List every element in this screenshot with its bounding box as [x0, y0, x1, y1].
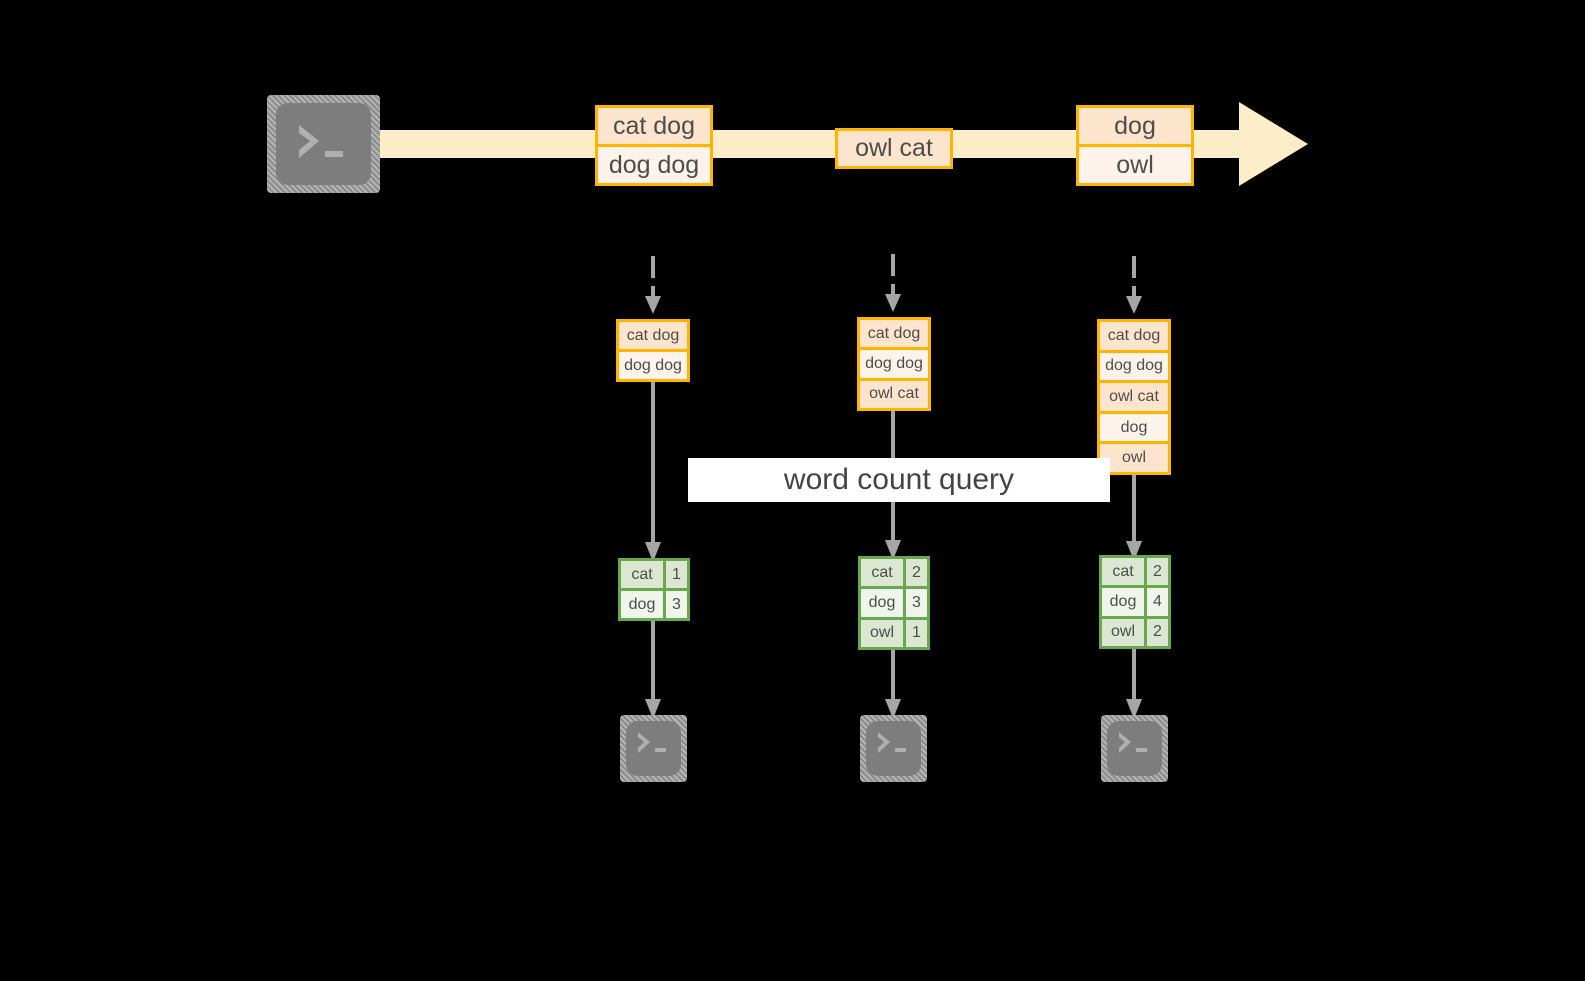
snapshot-input-record: dog dog: [860, 347, 928, 378]
table-row: cat 1: [621, 561, 687, 588]
query-label: word count query: [783, 463, 1015, 496]
table-row: owl 1: [861, 616, 927, 647]
table-cell-count: 3: [906, 589, 927, 617]
table-cell-count: 3: [666, 591, 687, 618]
table-cell-word: dog: [861, 589, 906, 617]
snapshot-input-1[interactable]: cat dog dog dog: [616, 319, 690, 382]
sink-terminal-icon-1[interactable]: [620, 715, 687, 782]
table-row: cat 2: [1102, 558, 1168, 586]
stream-record: dog: [1079, 108, 1191, 144]
down-arrow-icon: [885, 650, 901, 719]
stream-record: owl: [1079, 144, 1191, 183]
query-banner: word count query: [688, 458, 1110, 502]
terminal-face: [866, 721, 921, 776]
table-cell-word: owl: [861, 619, 906, 647]
snapshot-input-record: dog dog: [619, 349, 687, 379]
sink-terminal-icon-2[interactable]: [860, 715, 927, 782]
snapshot-input-record: dog: [1100, 410, 1168, 442]
snapshot-input-2[interactable]: cat dog dog dog owl cat: [857, 317, 931, 411]
snapshot-input-record: owl cat: [1100, 380, 1168, 411]
table-cell-count: 4: [1147, 588, 1168, 616]
result-table-3[interactable]: cat 2 dog 4 owl 2: [1099, 555, 1171, 649]
snapshot-input-record: cat dog: [1100, 322, 1168, 350]
dashed-down-arrow-icon: [645, 256, 661, 314]
down-arrow-icon: [645, 621, 661, 719]
down-arrow-icon: [645, 382, 661, 562]
table-row: cat 2: [861, 559, 927, 587]
table-cell-count: 1: [666, 561, 687, 588]
down-arrow-icon: [1126, 475, 1142, 561]
down-arrow-icon: [1126, 649, 1142, 719]
terminal-prompt-icon: [299, 125, 343, 158]
table-cell-count: 2: [906, 559, 927, 587]
terminal-face: [626, 721, 681, 776]
sink-terminal-icon-3[interactable]: [1101, 715, 1168, 782]
terminal-face: [1107, 721, 1162, 776]
table-cell-word: cat: [621, 561, 666, 588]
source-terminal-icon[interactable]: [267, 95, 380, 193]
snapshot-input-record: dog dog: [1100, 349, 1168, 381]
table-row: dog 3: [621, 588, 687, 618]
snapshot-input-record: owl cat: [860, 377, 928, 408]
snapshot-input-record: cat dog: [860, 320, 928, 348]
stream-group-2[interactable]: owl cat: [835, 128, 953, 169]
table-cell-count: 2: [1147, 618, 1168, 646]
table-cell-count: 1: [906, 619, 927, 647]
table-cell-word: cat: [1102, 558, 1147, 586]
table-cell-word: cat: [861, 559, 906, 587]
dashed-down-arrow-icon: [885, 254, 901, 312]
stream-group-1[interactable]: cat dog dog dog: [595, 105, 713, 186]
table-cell-word: owl: [1102, 618, 1147, 646]
result-table-2[interactable]: cat 2 dog 3 owl 1: [858, 556, 930, 650]
snapshot-input-3[interactable]: cat dog dog dog owl cat dog owl: [1097, 319, 1171, 475]
stream-record: dog dog: [598, 144, 710, 183]
snapshot-input-record: cat dog: [619, 322, 687, 349]
table-cell-word: dog: [1102, 588, 1147, 616]
terminal-face: [276, 103, 371, 185]
terminal-prompt-icon: [1119, 732, 1147, 753]
table-row: dog 3: [861, 586, 927, 617]
result-table-1[interactable]: cat 1 dog 3: [618, 558, 690, 621]
snapshot-input-record: owl: [1100, 441, 1168, 472]
terminal-prompt-icon: [638, 732, 666, 753]
table-row: owl 2: [1102, 615, 1168, 646]
table-cell-count: 2: [1147, 558, 1168, 586]
stream-group-3[interactable]: dog owl: [1076, 105, 1194, 186]
terminal-prompt-icon: [878, 732, 906, 753]
table-row: dog 4: [1102, 585, 1168, 616]
stream-record: cat dog: [598, 108, 710, 144]
stream-record: owl cat: [838, 131, 950, 166]
table-cell-word: dog: [621, 591, 666, 618]
dashed-down-arrow-icon: [1126, 256, 1142, 314]
